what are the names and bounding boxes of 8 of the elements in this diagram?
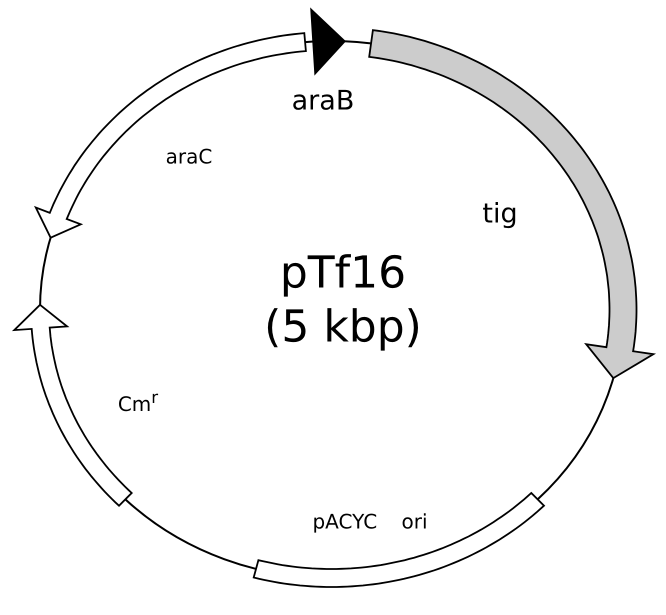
gene-label: araC — [166, 146, 212, 168]
origin-band — [252, 492, 546, 588]
gene-label: Cm$^{r}$ — [118, 388, 158, 416]
origin-label: pACYC ori — [312, 510, 428, 534]
plasmid-title: pTf16 (5 kbp) — [263, 246, 423, 354]
promoter-label: araB — [292, 85, 354, 117]
gene-label: tig — [482, 198, 518, 230]
promoter-triangle — [310, 7, 346, 76]
